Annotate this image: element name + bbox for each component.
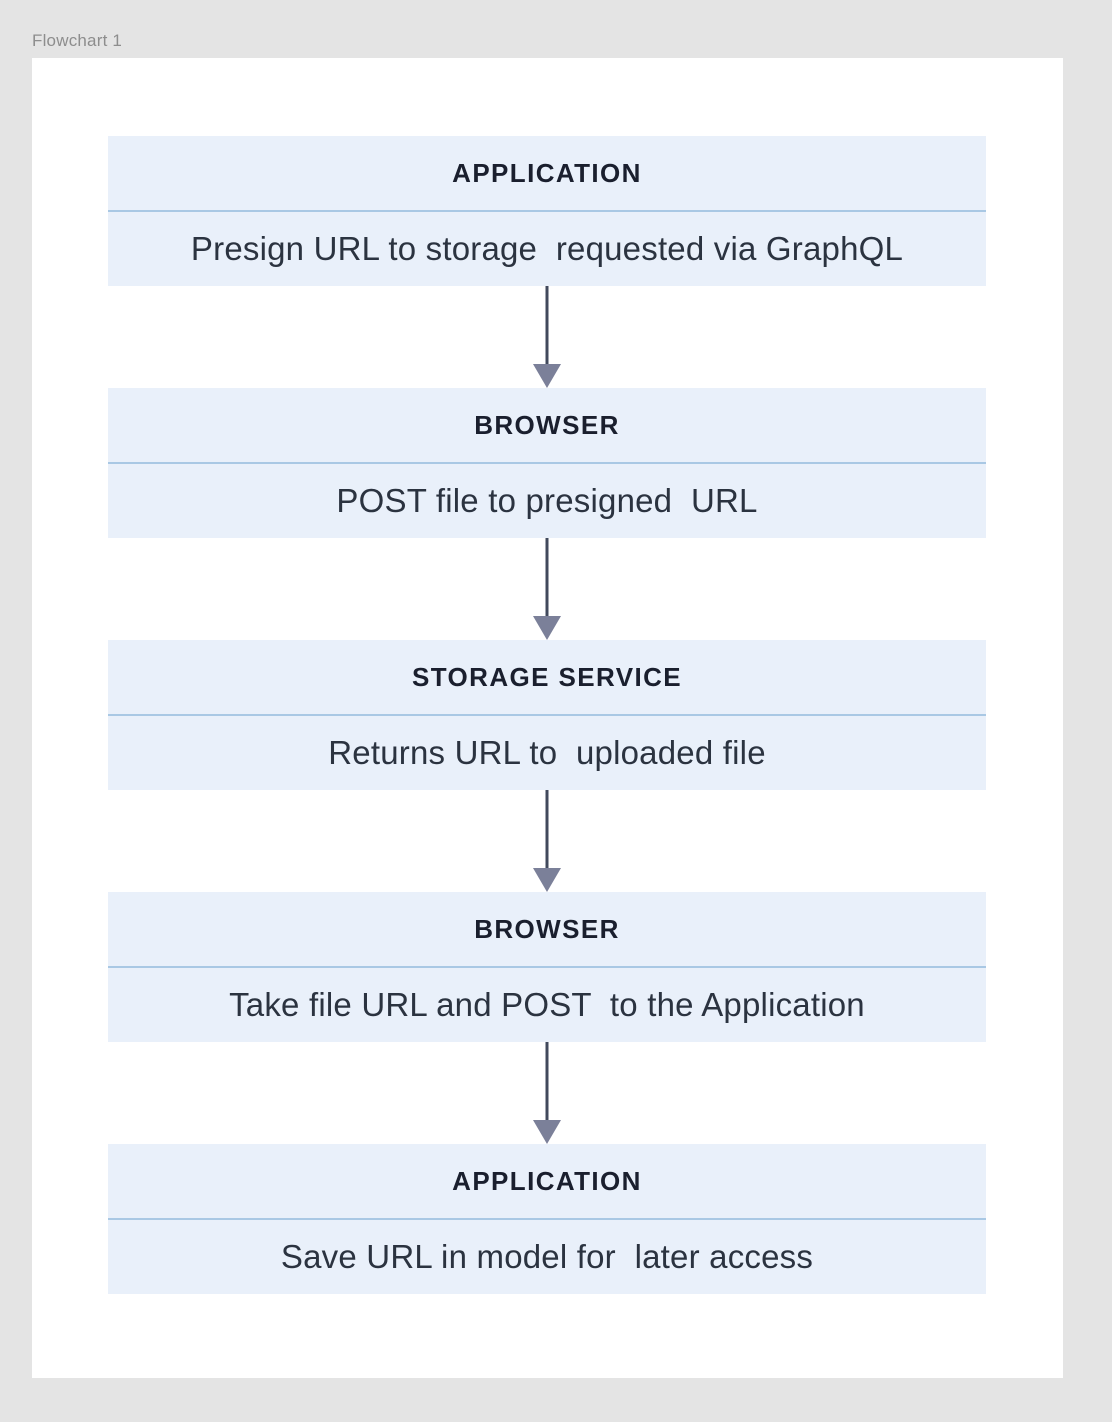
flow-node-5-header: APPLICATION: [452, 1165, 642, 1196]
flow-connector-1: [108, 286, 986, 388]
arrow-down-icon: [533, 1120, 561, 1144]
flow-connector-4: [108, 1042, 986, 1144]
flow-node-3-body: Returns URL to uploaded file: [328, 734, 766, 771]
flow-node-4[interactable]: BROWSER Take file URL and POST to the Ap…: [108, 892, 986, 1042]
flow-node-3-header: STORAGE SERVICE: [412, 661, 682, 692]
arrow-down-icon: [533, 616, 561, 640]
flow-connector-3: [108, 790, 986, 892]
flow-node-2[interactable]: BROWSER POST file to presigned URL: [108, 388, 986, 538]
flow-node-5[interactable]: APPLICATION Save URL in model for later …: [108, 1144, 986, 1294]
flow-node-1-header: APPLICATION: [452, 157, 642, 188]
flow-node-2-header: BROWSER: [474, 409, 620, 440]
flow-node-2-body: POST file to presigned URL: [336, 482, 758, 519]
flow-node-4-header: BROWSER: [474, 913, 620, 944]
arrow-line-icon: [545, 1042, 549, 1122]
flowchart-caption: Flowchart 1: [32, 31, 123, 50]
flow-node-2-divider: [108, 462, 986, 464]
arrow-line-icon: [545, 286, 549, 366]
flow-node-4-body: Take file URL and POST to the Applicatio…: [229, 986, 865, 1023]
flow-node-1-divider: [108, 210, 986, 212]
arrow-down-icon: [533, 868, 561, 892]
flow-node-3-divider: [108, 714, 986, 716]
flow-node-4-divider: [108, 966, 986, 968]
flow-node-1-body: Presign URL to storage requested via Gra…: [190, 230, 904, 267]
flow-node-5-body: Save URL in model for later access: [280, 1238, 814, 1275]
flow-node-1[interactable]: APPLICATION Presign URL to storage reque…: [108, 136, 986, 286]
arrow-line-icon: [545, 538, 549, 618]
flow-node-5-divider: [108, 1218, 986, 1220]
flowchart-card: APPLICATION Presign URL to storage reque…: [32, 58, 1063, 1378]
flowchart-flow: APPLICATION Presign URL to storage reque…: [108, 136, 986, 1294]
flow-node-3[interactable]: STORAGE SERVICE Returns URL to uploaded …: [108, 640, 986, 790]
flow-connector-2: [108, 538, 986, 640]
arrow-down-icon: [533, 364, 561, 388]
arrow-line-icon: [545, 790, 549, 870]
